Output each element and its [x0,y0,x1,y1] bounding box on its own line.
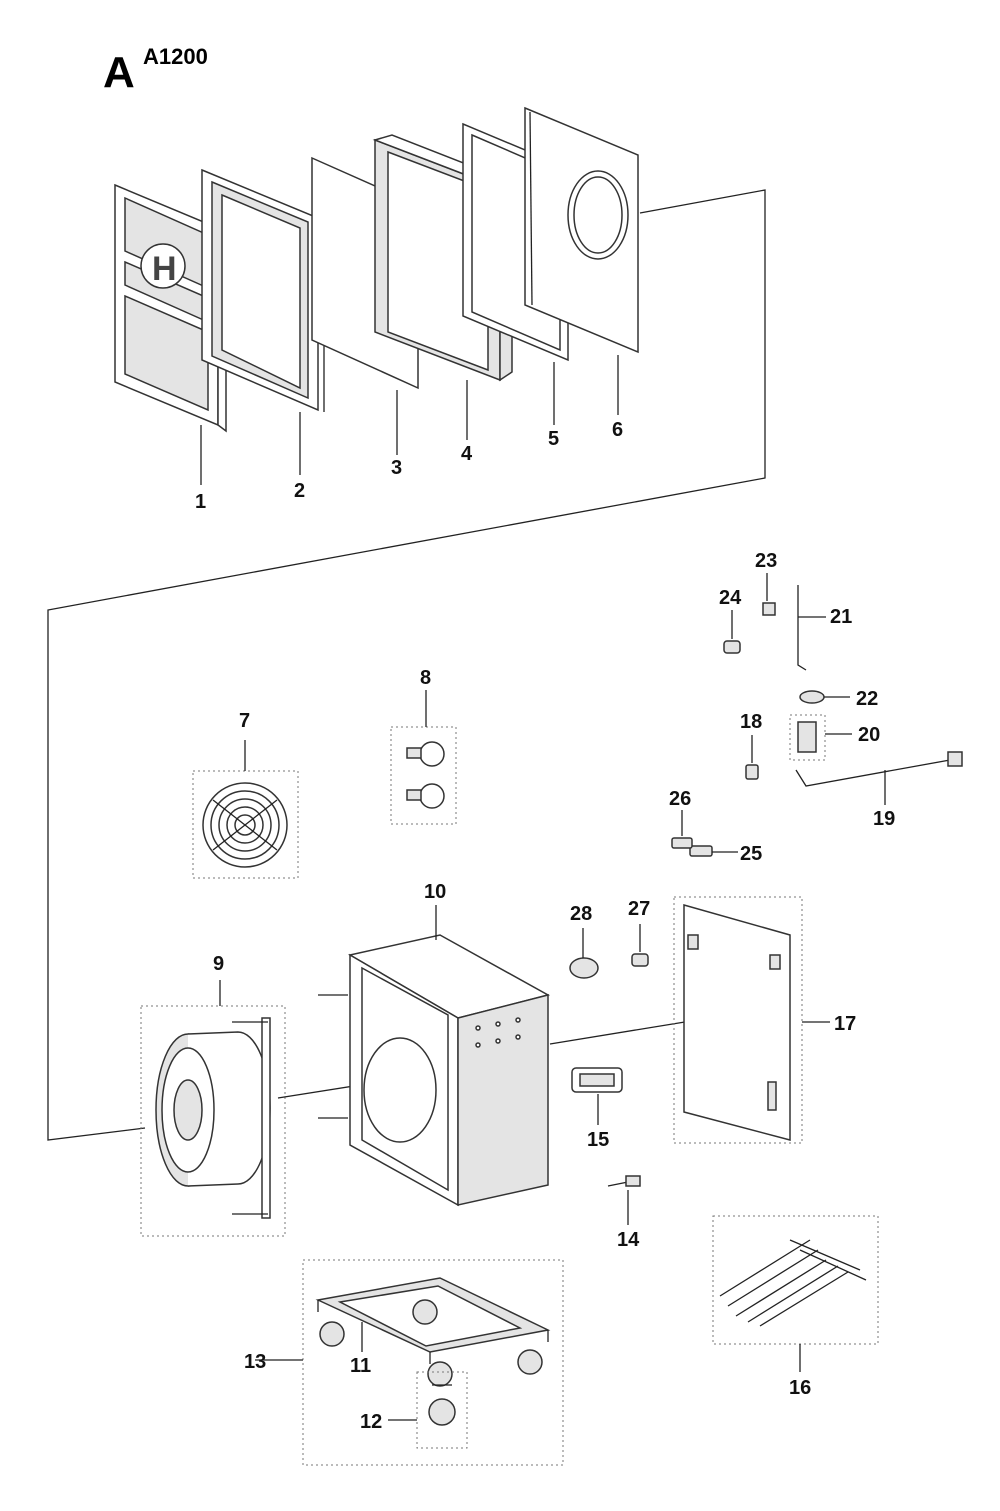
brand-logo: H [152,250,177,288]
part-24-connector [723,610,741,654]
section-letter: A [103,48,135,97]
part-13-trolley-assembly [255,1259,564,1466]
callout-1: 1 [195,491,206,513]
callout-19: 19 [873,808,895,830]
callout-22: 22 [856,688,878,710]
callout-28: 28 [570,903,592,925]
callout-18: 18 [740,711,762,733]
part-21-bracket [797,585,826,671]
callout-20: 20 [858,724,880,746]
callout-4: 4 [461,443,473,465]
part-23-nut [762,573,776,616]
part-28-capacitor [569,928,599,979]
callout-25: 25 [740,843,762,865]
part-26-gland-a [671,810,693,849]
callout-24: 24 [719,587,742,609]
part-7-fan-guard [192,740,299,879]
callout-12: 12 [360,1411,382,1433]
callout-15: 15 [587,1129,609,1151]
callout-3: 3 [391,457,402,479]
model-name: A1200 [143,44,208,69]
callout-13: 13 [244,1351,266,1373]
callout-16: 16 [789,1377,811,1399]
part-16-cable-ties [712,1215,879,1372]
callout-8: 8 [420,667,431,689]
callout-21: 21 [830,606,852,628]
callout-14: 14 [617,1229,640,1251]
part-8-pressure-switches [390,690,457,825]
part-18-fuse-holder [745,735,759,780]
part-15-handle [571,1067,623,1125]
part-27-cap [631,924,649,967]
part-1-front-door: H [114,183,227,433]
leaders-top [200,355,619,485]
callout-27: 27 [628,898,650,920]
callout-5: 5 [548,428,559,450]
callout-7: 7 [239,710,250,732]
callout-numbers: 1 2 3 4 5 6 7 8 9 10 11 12 13 14 15 16 1… [195,419,895,1433]
part-25-gland-b [689,845,738,857]
callout-10: 10 [424,881,446,903]
part-17-control-panel [673,896,830,1144]
callout-6: 6 [612,419,623,441]
part-19-power-cord [795,751,963,805]
part-12-caster [388,1371,468,1449]
callout-23: 23 [755,550,777,572]
part-9-blower [140,980,431,1237]
callout-9: 9 [213,953,224,975]
part-22-clip [799,690,850,704]
callout-17: 17 [834,1013,856,1035]
callout-26: 26 [669,788,691,810]
part-6-back-plate [524,106,639,354]
part-10-housing [318,905,741,1207]
part-14-gland [607,1175,641,1225]
callout-2: 2 [294,480,305,502]
part-2-frame [201,168,325,412]
callout-11: 11 [350,1355,371,1377]
part-20-switch-box [789,714,852,761]
